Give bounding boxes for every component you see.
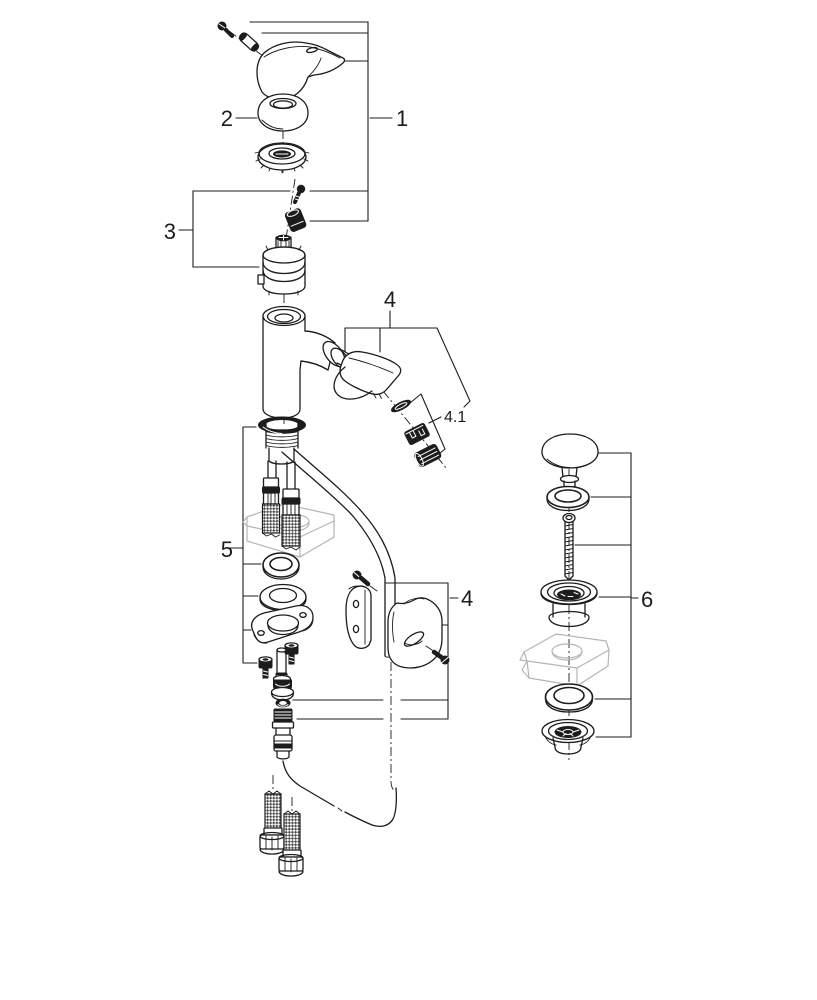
aerator-insert <box>404 422 430 446</box>
mounting-plate <box>250 604 314 644</box>
faucet-body <box>262 305 359 419</box>
cartridge <box>257 234 306 296</box>
aerator-cap <box>414 443 442 468</box>
callout-labels: 1 2 3 4 4.1 5 4 6 <box>164 106 654 612</box>
supply-hose-axes <box>272 775 293 812</box>
sink-drain-phantom <box>519 633 610 687</box>
supply-hose-end-left <box>259 790 285 855</box>
aerator-gasket <box>391 399 411 413</box>
handle-set-screw <box>217 21 234 38</box>
callout-label-4-1: 4.1 <box>444 409 466 426</box>
callout-label-4-bottom: 4 <box>461 586 473 611</box>
hose-connector <box>271 708 295 760</box>
drain-washer-top <box>546 485 590 512</box>
mounting-ring-nut <box>254 142 310 174</box>
spray-holder-cradle <box>387 597 443 669</box>
drain-washer-bottom <box>544 683 594 713</box>
shank-thread <box>258 416 306 465</box>
fixing-screw-left <box>258 656 273 679</box>
oring-washer <box>262 552 300 580</box>
callout-label-4-top: 4 <box>384 287 396 312</box>
supply-pipe-right <box>281 461 301 551</box>
spray-head <box>333 350 402 400</box>
bracket-5-line <box>228 426 262 664</box>
callout-lines <box>178 21 639 738</box>
pullout-hose <box>281 448 398 827</box>
escutcheon-cap <box>257 93 309 132</box>
shank-oring <box>258 416 306 434</box>
callout-label-5: 5 <box>221 537 233 562</box>
drain-collar <box>562 512 576 524</box>
flat-washer <box>259 583 307 612</box>
handle-plug <box>238 32 260 52</box>
callout-label-2: 2 <box>221 106 233 131</box>
lever-handle <box>256 41 346 100</box>
bracket-6-line <box>574 452 639 738</box>
supply-hose-end-right <box>278 810 304 877</box>
fixing-screw-right <box>284 642 299 665</box>
cartridge-cap <box>284 208 307 232</box>
bracket-3-line <box>178 190 260 268</box>
spray-holder-bracket <box>345 585 372 649</box>
shank-nut <box>270 674 295 701</box>
drain-plug-cap <box>541 433 599 489</box>
holder-screw-top <box>352 570 378 592</box>
callout-label-6: 6 <box>641 587 653 612</box>
holder-screw-right <box>425 645 450 665</box>
drain-flange <box>540 579 598 628</box>
callout-label-3: 3 <box>164 219 176 244</box>
callout-label-1: 1 <box>396 106 408 131</box>
hose-loop <box>282 760 398 827</box>
drain-locknut <box>541 718 595 755</box>
bracket-4-top-line <box>344 310 471 408</box>
hose-axis <box>390 662 396 792</box>
drain-threaded-rod <box>564 521 574 581</box>
cartridge-screw <box>293 184 306 204</box>
hose-oring <box>275 698 291 708</box>
supply-pipe-left <box>261 460 281 538</box>
